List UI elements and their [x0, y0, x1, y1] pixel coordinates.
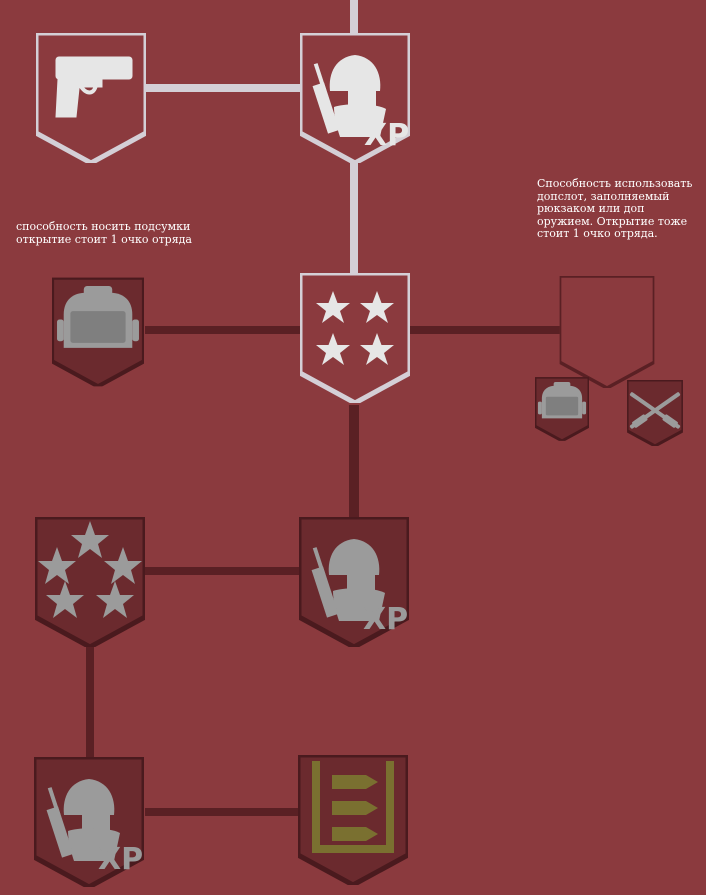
perk-node-xp-1[interactable]: [300, 33, 410, 163]
connector-stars5-xp2: [145, 567, 305, 575]
perk-node-ammo[interactable]: [298, 755, 408, 885]
perk-node-backpack[interactable]: [52, 276, 144, 388]
perk-node-four-stars[interactable]: [300, 273, 410, 403]
connector-stars-slot: [408, 326, 563, 334]
perk-node-five-stars[interactable]: [35, 517, 145, 647]
connector-backpack-stars: [145, 326, 305, 334]
perk-node-pistol[interactable]: [36, 33, 146, 163]
perk-node-extra-slot[interactable]: [559, 276, 655, 388]
connector-stars-xp2: [349, 405, 359, 520]
slot-option-backpack[interactable]: [535, 377, 589, 441]
perk-node-xp-3[interactable]: [34, 757, 144, 887]
note-pouches: способность носить подсумки открытие сто…: [16, 220, 192, 246]
connector-xp3-ammo: [145, 808, 305, 816]
slot-option-rifles[interactable]: [627, 380, 683, 446]
perk-node-xp-2[interactable]: [299, 517, 409, 647]
note-extra-slot: Способность использовать допслот, заполн…: [537, 177, 693, 240]
connector-xp-stars: [350, 160, 358, 275]
connector-top: [350, 0, 358, 40]
connector-pistol-xp: [145, 84, 305, 92]
connector-stars5-xp3: [86, 645, 94, 765]
